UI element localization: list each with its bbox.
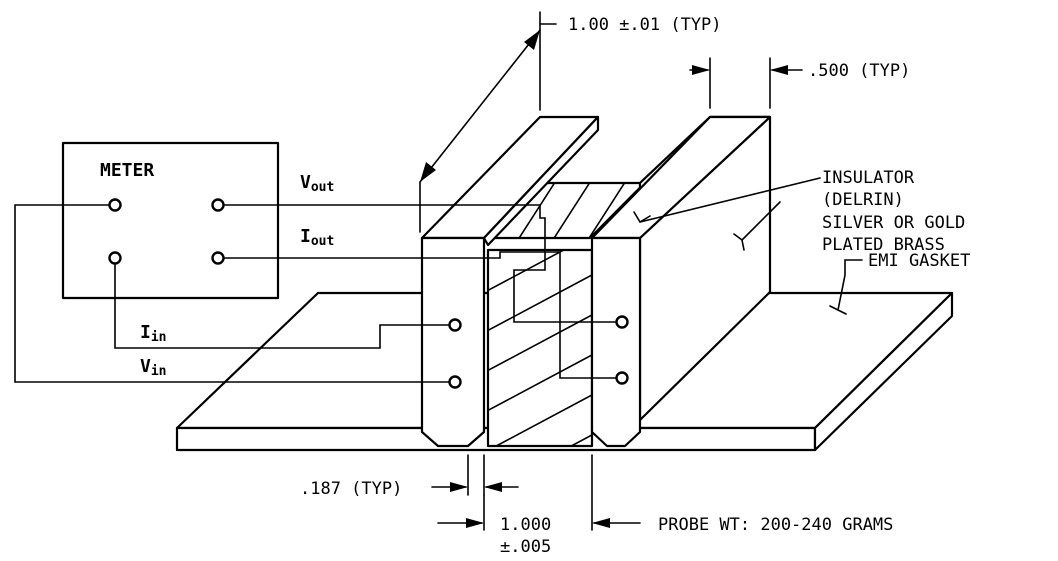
meter-box	[61, 141, 280, 300]
brass-label-1: SILVER OR GOLD	[822, 213, 965, 233]
dim-187-label: .187 (TYP)	[300, 479, 402, 499]
meter-terminal-v-in	[108, 198, 122, 212]
probe-terminal-i-in	[448, 318, 462, 332]
probe-terminal-v-in	[448, 375, 462, 389]
insulator-label: INSULATOR	[822, 168, 915, 188]
brass-plate-left	[420, 115, 600, 448]
labels: METER Vout Iout Iin Vin 1.00 ±.01 (TYP) …	[100, 15, 970, 557]
dim-1000-label: 1.000	[500, 515, 551, 535]
terminals	[108, 198, 629, 389]
meter-terminal-i-in	[108, 251, 122, 265]
emi-gasket-label: EMI GASKET	[868, 251, 970, 271]
wiring	[14, 204, 618, 383]
probe-weight-label: PROBE WT: 200-240 GRAMS	[658, 515, 893, 535]
v-out-label: Vout	[300, 172, 334, 195]
meter-terminal-i-out	[211, 251, 225, 265]
brass-plate-right	[590, 115, 772, 448]
dim-005-label: ±.005	[500, 537, 551, 557]
i-in-label: Iin	[140, 322, 167, 345]
meter-label: METER	[100, 160, 154, 181]
delrin-label: (DELRIN)	[822, 190, 904, 210]
meter-terminal-v-out	[211, 198, 225, 212]
dim-top-label: 1.00 ±.01 (TYP)	[568, 15, 722, 35]
i-out-label: Iout	[300, 226, 334, 249]
v-in-label: Vin	[140, 356, 167, 379]
brass-label-2: PLATED BRASS	[822, 235, 945, 255]
probe-terminal-i-out	[615, 371, 629, 385]
probe-terminal-v-out	[615, 315, 629, 329]
dimension-lines	[419, 11, 803, 531]
leader-lines	[633, 177, 863, 315]
dim-500-label: .500 (TYP)	[808, 61, 910, 81]
